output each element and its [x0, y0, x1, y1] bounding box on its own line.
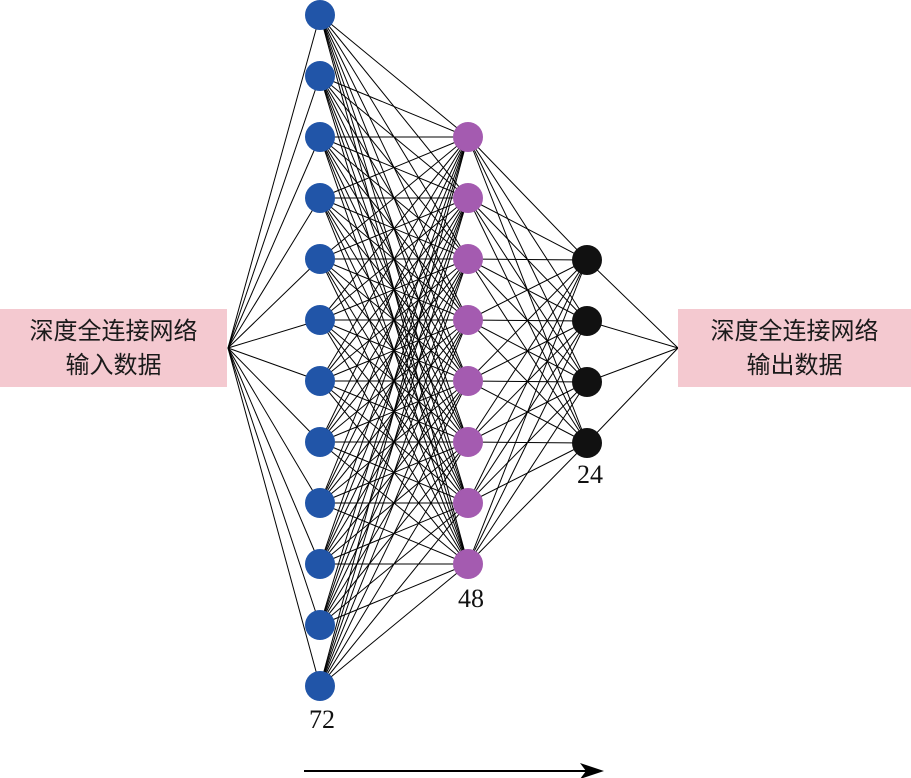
hidden-edge [319, 14, 469, 138]
input-edge [227, 14, 321, 349]
output-box-line1: 深度全连接网络 [710, 317, 879, 345]
hidden-edge [319, 563, 469, 687]
layer-3-node [572, 367, 602, 397]
hidden-edge [319, 136, 469, 321]
layer-3-node [572, 306, 602, 336]
layer-1-node [305, 305, 335, 335]
output-edge [586, 259, 679, 349]
layer-1-node [305, 610, 335, 640]
hidden-edge [467, 320, 588, 565]
layer-1-node [305, 366, 335, 396]
hidden-edge [319, 502, 469, 687]
output-edge [586, 347, 679, 383]
layer-2-node [453, 488, 483, 518]
hidden-edge [467, 259, 588, 443]
input-edge [227, 347, 321, 687]
hidden-edge [319, 258, 469, 687]
input-edge [227, 347, 321, 504]
output-edge [586, 347, 679, 444]
input-edge [227, 197, 321, 349]
hidden-edge [319, 136, 469, 260]
input-data-box: 深度全连接网络 输入数据 [0, 309, 227, 387]
layer-2-node [453, 427, 483, 457]
hidden-edge [319, 136, 469, 626]
layer-2-node [453, 244, 483, 274]
layer-1-node [305, 183, 335, 213]
layer-1-node [305, 61, 335, 91]
layer-2-node [453, 122, 483, 152]
hidden-edge [467, 259, 588, 565]
connection-edges [227, 14, 679, 687]
layer-2-size-label: 48 [458, 584, 484, 613]
hidden-edge [319, 197, 469, 687]
hidden-edge [467, 259, 588, 382]
hidden-edge [319, 75, 469, 138]
layer-1-node [305, 427, 335, 457]
layer-1-node [305, 122, 335, 152]
hidden-edge [319, 136, 469, 687]
hidden-edge [319, 319, 469, 687]
layer-3-size-label: 24 [577, 460, 603, 489]
input-edge [227, 347, 321, 382]
hidden-edge [319, 136, 469, 565]
output-box-line2: 输出数据 [746, 351, 843, 379]
layer-1-node [305, 244, 335, 274]
direction-arrow [304, 763, 604, 778]
input-edge [227, 347, 321, 626]
hidden-edge [319, 441, 469, 687]
hidden-edge [467, 442, 588, 565]
layer-1-node [305, 671, 335, 701]
hidden-edge [467, 381, 588, 565]
layer-1-size-label: 72 [309, 705, 335, 734]
input-box-line1: 深度全连接网络 [29, 317, 198, 345]
hidden-edge [319, 136, 469, 199]
input-edge [227, 136, 321, 349]
hidden-edge [319, 136, 469, 443]
right-arrow-icon [580, 763, 604, 778]
input-edge [227, 319, 321, 349]
layer-1-node [305, 488, 335, 518]
hidden-edge [467, 258, 588, 261]
layer-1-node [305, 549, 335, 579]
layer-2-node [453, 549, 483, 579]
input-edge [227, 347, 321, 565]
hidden-edge [467, 136, 588, 261]
layer-3-node [572, 428, 602, 458]
layer-2-node [453, 366, 483, 396]
hidden-edge [319, 136, 469, 504]
hidden-edge [467, 259, 588, 504]
layer-2-node [453, 183, 483, 213]
layer-2-node [453, 305, 483, 335]
layer-1-node [305, 0, 335, 30]
neuron-nodes [305, 0, 602, 701]
output-data-box: 深度全连接网络 输出数据 [678, 309, 911, 387]
hidden-edge [467, 197, 588, 261]
output-edge [586, 320, 679, 349]
input-edge [227, 347, 321, 443]
hidden-edge [319, 380, 469, 687]
layer-3-node [572, 245, 602, 275]
input-edge [227, 258, 321, 349]
hidden-edge [467, 259, 588, 321]
hidden-edge [319, 136, 469, 382]
input-box-line2: 输入数据 [65, 351, 162, 379]
input-edge [227, 75, 321, 349]
